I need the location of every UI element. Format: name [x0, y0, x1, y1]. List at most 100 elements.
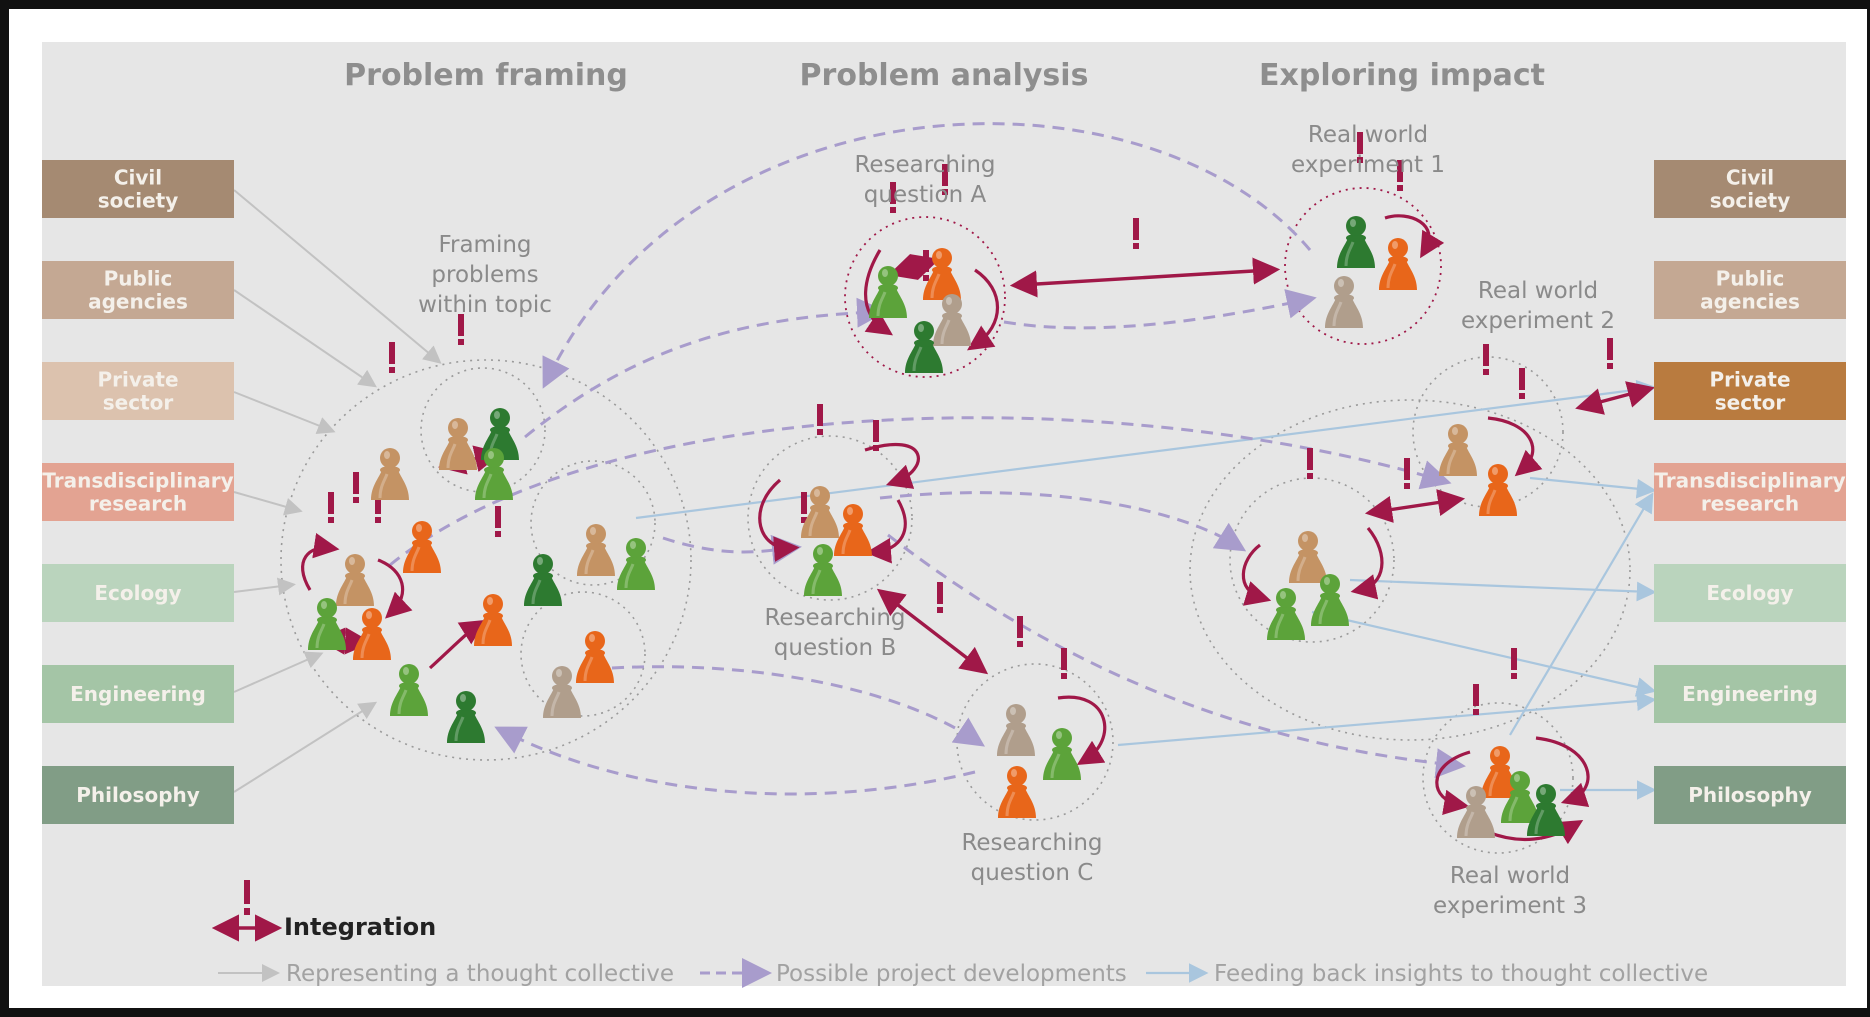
label-framing: within topic: [418, 292, 552, 318]
right-stakeholder-box: Philosophy: [1654, 766, 1846, 824]
right-stakeholder-box-label: Engineering: [1682, 682, 1818, 706]
right-stakeholder-box-label: agencies: [1700, 290, 1800, 314]
pawn: [475, 448, 513, 500]
left-stakeholder-box: Engineering: [42, 665, 234, 723]
left-stakeholder-box-fill: [42, 362, 234, 420]
integration-circles: [844, 187, 1442, 378]
pawn: [801, 486, 839, 538]
integration-mark: [1511, 648, 1517, 679]
right-stakeholder-box-label: Civil: [1726, 166, 1774, 190]
right-stakeholder-box-label: society: [1710, 189, 1791, 213]
integration-mark: [1483, 344, 1489, 375]
left-stakeholder-box-fill: [42, 160, 234, 218]
right-stakeholder-box-label: Ecology: [1706, 581, 1793, 605]
left-stakeholder-box-label: Civil: [114, 166, 162, 190]
representing-lines: [233, 189, 442, 793]
label-rq-c: question C: [971, 860, 1094, 886]
pawn: [439, 418, 477, 470]
pawn: [1501, 771, 1539, 823]
pawn: [1311, 574, 1349, 626]
left-stakeholder-box-fill: [42, 564, 234, 622]
legend-integration-label: Integration: [284, 913, 436, 941]
integration-mark: [890, 182, 896, 213]
integration-mark: [389, 342, 395, 373]
pawn: [804, 544, 842, 596]
label-rwe-1: Real world: [1308, 122, 1428, 148]
integration-mark: [817, 404, 823, 435]
label-rq-b: question B: [774, 635, 896, 661]
phase-title-impact: Exploring impact: [1259, 58, 1545, 93]
integration-mark: [923, 250, 929, 281]
integration-loops: [301, 214, 1590, 845]
left-stakeholder-box-label: Engineering: [70, 682, 206, 706]
integration-mark: [1519, 368, 1525, 399]
pawn: [905, 321, 943, 373]
legend-integration-icon: [211, 880, 283, 942]
label-rwe-3: Real world: [1450, 863, 1570, 889]
phase-title-framing: Problem framing: [344, 58, 628, 93]
pawn: [834, 504, 872, 556]
pawn: [1043, 728, 1081, 780]
pawn: [403, 521, 441, 573]
left-stakeholder-box-label: society: [98, 189, 179, 213]
integration-mark: [942, 164, 948, 195]
pawns: [308, 216, 1565, 838]
left-stakeholder-box-label: Philosophy: [76, 783, 200, 807]
pawn: [1289, 531, 1327, 583]
pawn: [1457, 786, 1495, 838]
integration-mark: [328, 492, 334, 523]
integration-mark: [1607, 338, 1613, 369]
legend-representing-label: Representing a thought collective: [286, 961, 674, 987]
left-stakeholder-box: Philosophy: [42, 766, 234, 824]
left-stakeholder-box-label: Public: [104, 267, 173, 291]
label-rwe-2: Real world: [1478, 278, 1598, 304]
pawn: [576, 631, 614, 683]
pawn: [998, 766, 1036, 818]
phase-title-analysis: Problem analysis: [800, 58, 1089, 93]
pawn: [543, 666, 581, 718]
pawn: [308, 598, 346, 650]
label-rwe-2: experiment 2: [1461, 308, 1615, 334]
integration-mark: [353, 472, 359, 503]
left-stakeholder-box-label: agencies: [88, 290, 188, 314]
pawn: [1527, 784, 1565, 836]
pawn: [1479, 464, 1517, 516]
label-rq-a: question A: [864, 182, 987, 208]
pawn: [447, 691, 485, 743]
pawn: [933, 294, 971, 346]
right-stakeholder-box-label: sector: [1715, 391, 1786, 415]
right-stakeholder-box-fill: [1654, 564, 1846, 622]
integration-mark: [1133, 218, 1139, 249]
pawn: [524, 554, 562, 606]
pawn: [1325, 276, 1363, 328]
integration-mark: [873, 420, 879, 451]
pawn: [1439, 424, 1477, 476]
integration-mark: [1473, 684, 1479, 715]
left-stakeholder-box-fill: [42, 766, 234, 824]
integration-mark: [1357, 132, 1363, 163]
pawn: [1379, 238, 1417, 290]
left-stakeholder-box-label: Ecology: [94, 581, 181, 605]
pawn: [869, 266, 907, 318]
left-stakeholder-box-label: Transdisciplinary: [42, 469, 233, 493]
pawn: [371, 448, 409, 500]
pawn: [923, 248, 961, 300]
integration-mark: [1404, 458, 1410, 489]
right-stakeholder-box-fill: [1654, 463, 1846, 521]
integration-mark: [1017, 616, 1023, 647]
right-stakeholder-box-fill: [1654, 160, 1846, 218]
right-stakeholder-box-label: Private: [1709, 368, 1790, 392]
pawn: [997, 704, 1035, 756]
right-stakeholder-box-fill: [1654, 362, 1846, 420]
right-stakeholder-box: Engineering: [1654, 665, 1846, 723]
integration-mark: [1061, 648, 1067, 679]
integration-mark: [1397, 160, 1403, 191]
integration-mark: [375, 492, 381, 523]
